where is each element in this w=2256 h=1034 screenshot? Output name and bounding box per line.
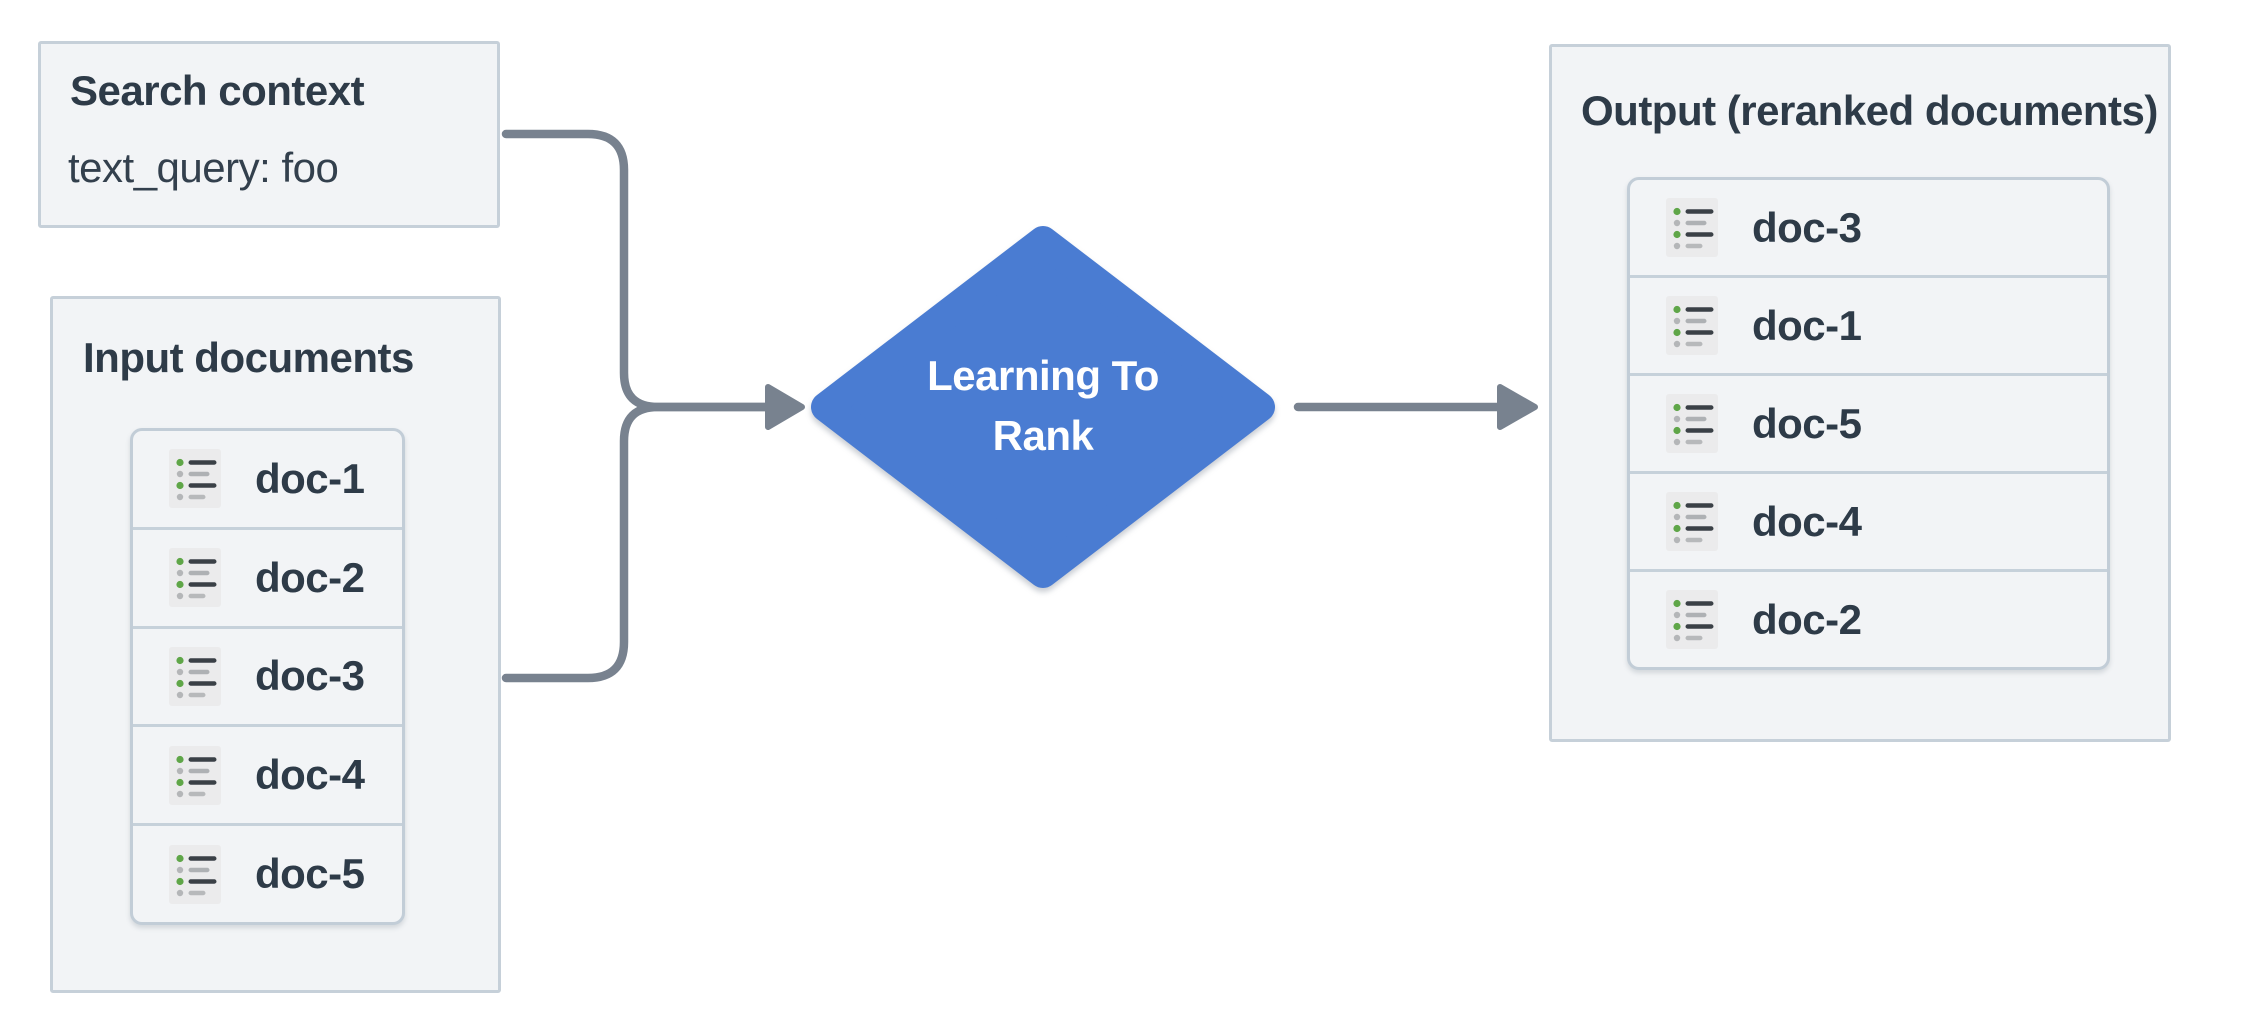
input-doc-row: doc-4 [133, 727, 402, 827]
doc-label: doc-2 [1752, 595, 1862, 643]
search-context-query-text: text_query: foo [68, 144, 339, 191]
doc-label: doc-1 [1752, 301, 1862, 349]
output-doc-row: doc-4 [1630, 474, 2107, 572]
doc-label: doc-4 [255, 751, 365, 799]
document-list-icon [1666, 296, 1718, 355]
arrowhead-into-output [1497, 384, 1538, 430]
input-doc-row: doc-2 [133, 530, 402, 629]
document-list-icon [1666, 590, 1718, 649]
input-doc-row: doc-5 [133, 826, 402, 922]
document-list-icon [1666, 394, 1718, 453]
doc-label: doc-3 [255, 652, 365, 700]
document-list-icon [169, 844, 221, 904]
doc-label: doc-5 [255, 850, 365, 898]
output-doc-list: doc-3 [1627, 177, 2110, 670]
output-title: Output (reranked documents) [1581, 87, 2158, 134]
input-doc-row: doc-3 [133, 629, 402, 728]
arrow-from-search-context [501, 129, 773, 412]
arrow-from-input-documents [501, 402, 773, 683]
document-list-icon [1666, 492, 1718, 551]
diamond-label-line2: Rank [992, 412, 1094, 459]
learning-to-rank-diamond [811, 226, 1275, 588]
doc-label: doc-1 [255, 454, 365, 502]
search-context-box: Search context text_query: foo [38, 41, 500, 228]
diamond-label-line1: Learning To [927, 352, 1159, 399]
arrowhead-into-diamond [765, 384, 805, 430]
output-doc-row: doc-1 [1630, 278, 2107, 376]
output-doc-row: doc-2 [1630, 572, 2107, 667]
output-reranked-documents-box: Output (reranked documents) [1549, 44, 2171, 742]
document-list-icon [169, 548, 221, 608]
doc-label: doc-3 [1752, 203, 1862, 251]
input-doc-row: doc-1 [133, 431, 402, 530]
output-doc-row: doc-3 [1630, 180, 2107, 278]
learning-to-rank-node-label: Learning To Rank [812, 346, 1274, 466]
input-documents-box: Input documents [50, 296, 501, 993]
output-doc-row: doc-5 [1630, 376, 2107, 474]
search-context-title: Search context [70, 67, 365, 114]
document-list-icon [1666, 198, 1718, 257]
input-documents-title: Input documents [83, 334, 414, 381]
document-list-icon [169, 745, 221, 805]
document-list-icon [169, 646, 221, 706]
document-list-icon [169, 449, 221, 509]
doc-label: doc-5 [1752, 399, 1862, 447]
input-doc-list: doc-1 [130, 428, 405, 925]
doc-label: doc-4 [1752, 497, 1862, 545]
doc-label: doc-2 [255, 553, 365, 601]
